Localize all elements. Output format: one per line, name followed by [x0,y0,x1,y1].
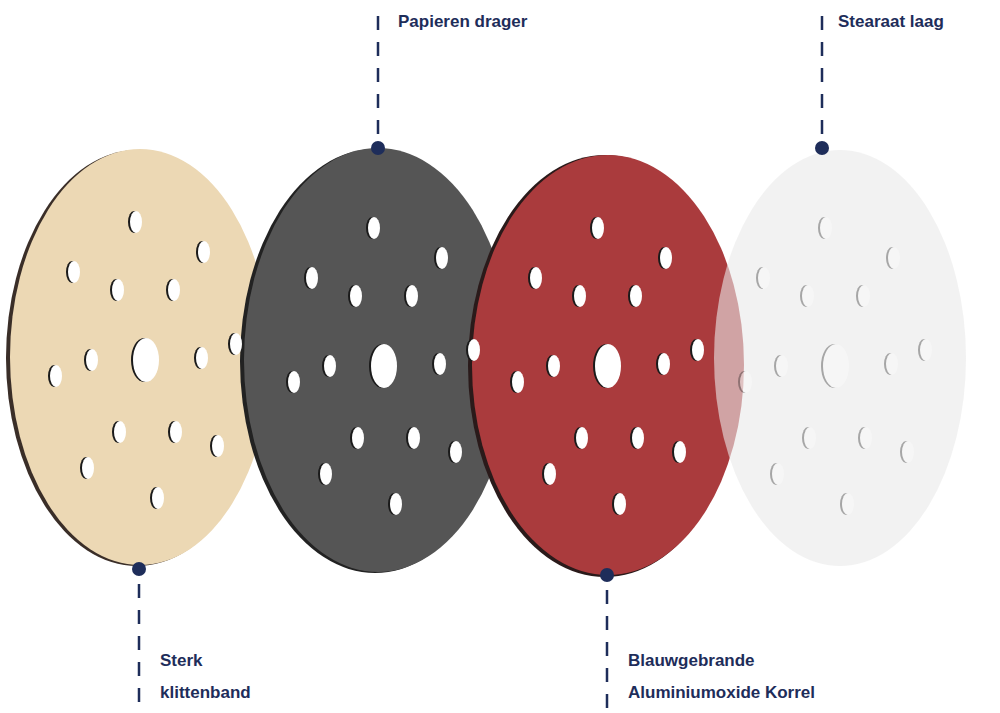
hole [320,463,332,485]
hole [50,365,62,387]
paper-disc [244,148,512,572]
leader-line [821,4,824,134]
hole [576,427,588,449]
part-label: Papieren drager [398,6,598,38]
hole [512,371,524,393]
hole [920,339,932,361]
hole-group [286,217,480,515]
hole [434,353,446,375]
hole [288,371,300,393]
leader-line [606,590,609,709]
hole [776,355,788,377]
hole [133,338,159,382]
hole [888,247,900,269]
hole [436,247,448,269]
hole-group [738,217,932,515]
hole [823,344,849,388]
hole [371,344,397,388]
hole [548,355,560,377]
hole [692,339,704,361]
grain-disc [472,155,744,575]
hole [658,353,670,375]
hole [758,267,770,289]
hole [230,333,242,355]
hole [450,441,462,463]
hole [406,285,418,307]
hole [574,285,586,307]
leader-dot [600,568,614,582]
stearate-disc [714,150,966,566]
hole [306,267,318,289]
leader-dot [371,141,385,155]
hole [82,457,94,479]
hole [740,371,752,393]
velcro-disc [10,149,270,565]
hole [368,217,380,239]
hole [804,427,816,449]
disc-layers [6,148,966,577]
hole [408,427,420,449]
hole [630,285,642,307]
hole [544,463,556,485]
hole [902,441,914,463]
hole [592,217,604,239]
hole [886,353,898,375]
leader-line [138,584,141,709]
hole-group [48,211,242,509]
hole [152,487,164,509]
hole [468,339,480,361]
hole [350,285,362,307]
hole [860,427,872,449]
hole [842,493,854,515]
leader-dot [815,141,829,155]
hole [168,279,180,301]
leader-dots [132,141,829,582]
hole [390,493,402,515]
hole [632,427,644,449]
hole [820,217,832,239]
hole [772,463,784,485]
hole [170,421,182,443]
hole [352,427,364,449]
hole [614,493,626,515]
leader-lines [139,4,822,709]
part-label: Blauwgebrande Aluminiumoxide Korrel [628,645,868,709]
hole-group [510,217,704,515]
part-label: Stearaat laag [838,6,988,38]
hole [324,355,336,377]
hole [660,247,672,269]
hole [802,285,814,307]
hole [112,279,124,301]
hole [530,267,542,289]
hole [68,261,80,283]
hole [212,435,224,457]
hole [595,344,621,388]
hole [130,211,142,233]
disc-holes [48,211,932,515]
hole [674,441,686,463]
leader-line [377,4,380,134]
hole [114,421,126,443]
hole [198,241,210,263]
hole [86,349,98,371]
part-label: Sterk klittenband [160,645,275,709]
hole [196,347,208,369]
leader-dot [132,562,146,576]
hole [858,285,870,307]
